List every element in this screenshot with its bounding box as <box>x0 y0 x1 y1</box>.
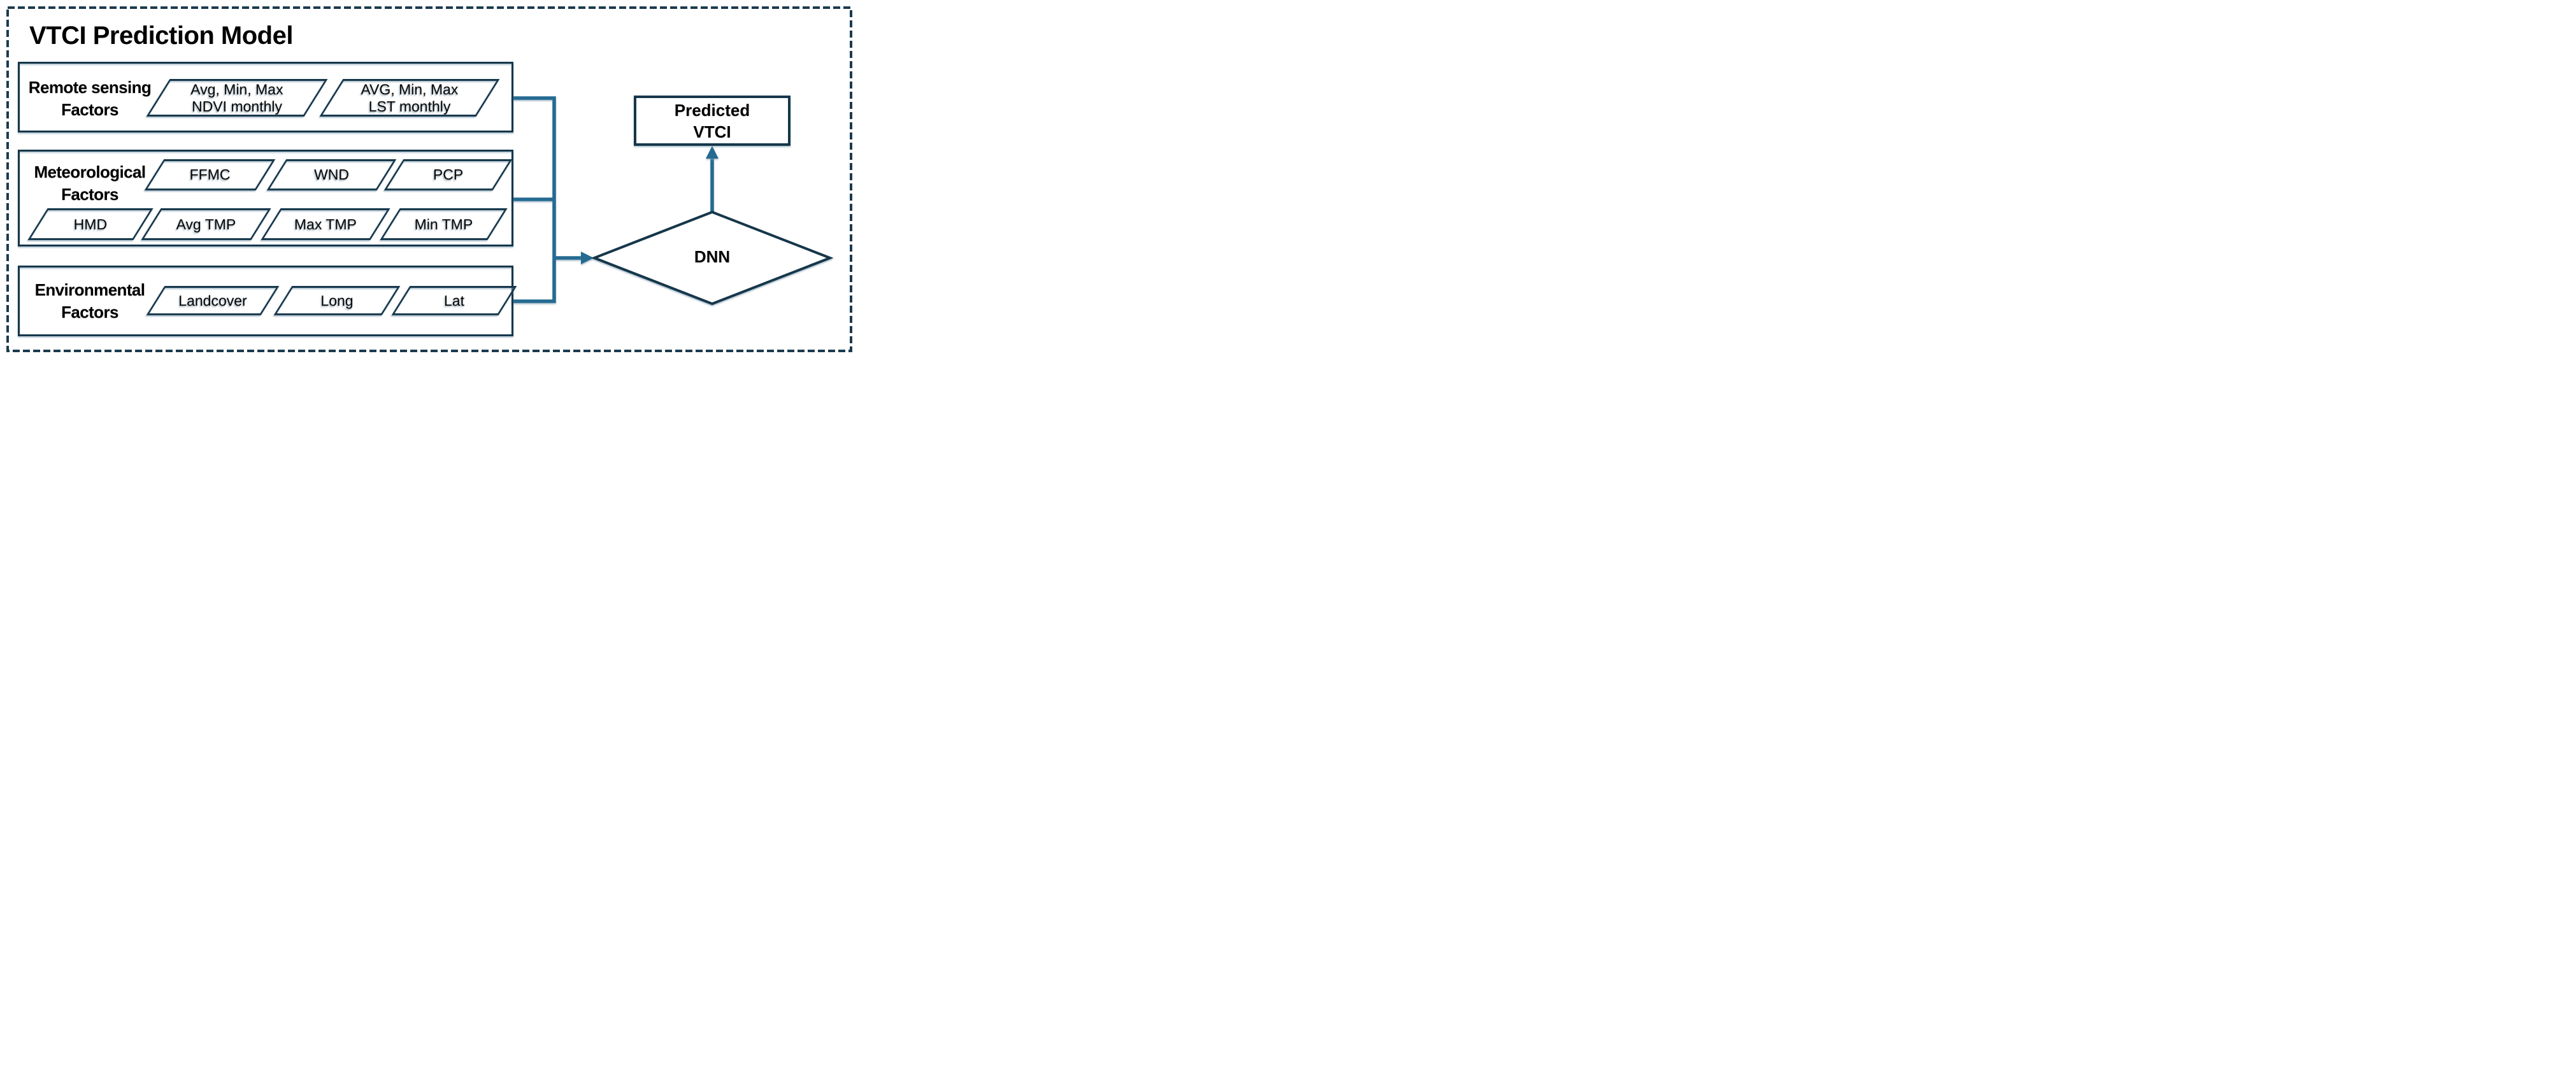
parallelogram-avg-tmp: Avg TMP <box>141 208 271 240</box>
parallelogram-max-tmp: Max TMP <box>261 208 390 240</box>
parallelogram-hmd: HMD <box>27 208 154 240</box>
dnn-diamond <box>590 210 834 306</box>
avg-tmp-text: Avg TMP <box>176 215 236 232</box>
ffmc-text: FFMC <box>189 166 231 183</box>
right-arrowhead-icon <box>581 252 594 264</box>
page-title: VTCI Prediction Model <box>29 22 293 50</box>
pcp-text: PCP <box>433 166 464 183</box>
lat-text: Lat <box>444 292 464 309</box>
parallelogram-ffmc: FFMC <box>144 159 276 190</box>
meteorological-factors-box <box>18 150 513 246</box>
meteorological-label-line1: Meteorological <box>34 162 146 182</box>
min-tmp-text: Min TMP <box>414 215 473 232</box>
lst-line2: LST monthly <box>368 97 451 115</box>
parallelogram-ndvi-monthly: Avg, Min, Max NDVI monthly <box>146 79 328 117</box>
remote-sensing-label-line2: Factors <box>61 100 118 119</box>
dashed-outer-frame <box>6 6 852 352</box>
environmental-label: Environmental Factors <box>19 279 161 324</box>
parallelogram-min-tmp: Min TMP <box>380 208 508 240</box>
predicted-vtci-line1: Predicted <box>674 100 750 120</box>
landcover-text: Landcover <box>178 292 247 309</box>
ndvi-line1: Avg, Min, Max <box>190 80 283 97</box>
environmental-label-line1: Environmental <box>34 280 145 299</box>
parallelogram-long: Long <box>273 286 401 315</box>
ndvi-monthly-text: Avg, Min, Max NDVI monthly <box>160 81 314 115</box>
predicted-vtci-line2: VTCI <box>693 122 731 141</box>
diagram-drawing-layer <box>6 6 852 352</box>
up-arrowhead-icon <box>706 146 719 159</box>
environmental-factors-box <box>18 266 513 336</box>
dnn-node-label: DNN <box>694 247 731 266</box>
max-tmp-text: Max TMP <box>294 215 357 232</box>
vtci-prediction-model-diagram: VTCI Prediction Model Remote sensing Fac… <box>0 0 859 359</box>
parallelogram-landcover: Landcover <box>146 286 280 315</box>
arrowheads <box>581 146 719 264</box>
parallelogram-lst-monthly: AVG, Min, Max LST monthly <box>319 79 500 117</box>
hmd-text: HMD <box>73 215 108 232</box>
connector-lines <box>512 96 714 303</box>
meteorological-label: Meteorological Factors <box>19 161 161 206</box>
meteorological-label-line2: Factors <box>61 185 118 204</box>
wnd-text: WND <box>314 166 349 183</box>
parallelogram-pcp: PCP <box>383 159 513 190</box>
remote-sensing-label: Remote sensing Factors <box>19 76 161 121</box>
long-text: Long <box>320 292 354 309</box>
parallelogram-lat: Lat <box>391 286 517 315</box>
remote-sensing-factors-box <box>18 62 513 132</box>
parallelogram-wnd: WND <box>266 159 397 190</box>
lst-line1: AVG, Min, Max <box>361 80 459 97</box>
remote-sensing-label-line1: Remote sensing <box>28 78 152 97</box>
lst-monthly-text: AVG, Min, Max LST monthly <box>333 81 486 115</box>
predicted-vtci-box: Predicted VTCI <box>634 96 791 146</box>
ndvi-line2: NDVI monthly <box>192 97 282 115</box>
environmental-label-line2: Factors <box>61 303 118 322</box>
